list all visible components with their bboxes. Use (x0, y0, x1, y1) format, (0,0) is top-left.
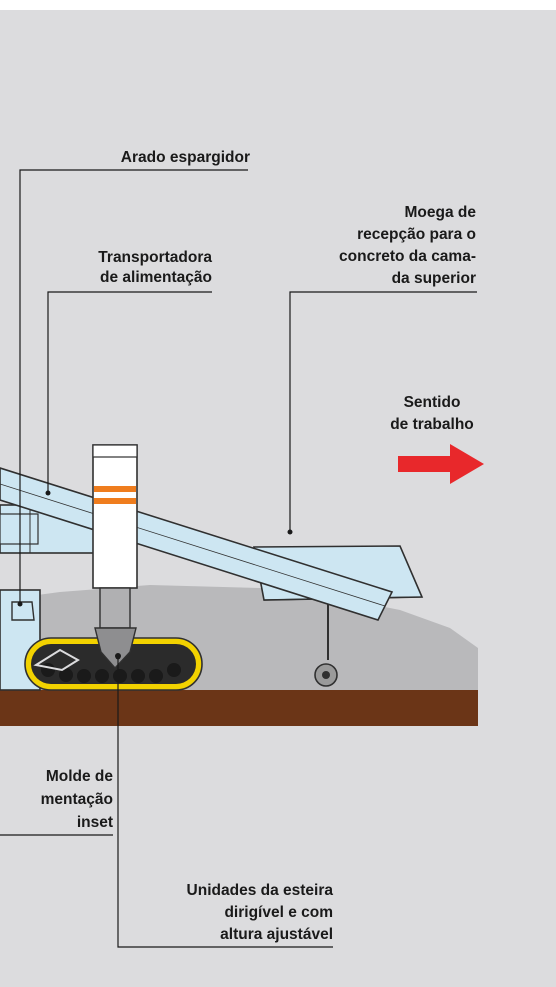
plow-blade (11, 601, 35, 621)
label-mold-line2: mentação (40, 791, 113, 808)
leader-hopper (289, 291, 477, 532)
label-direction-line1: Sentido (403, 394, 461, 411)
leader-tracks (117, 657, 333, 948)
label-tracks-line2: dirigível e com (224, 904, 333, 921)
leader-conveyor (47, 291, 212, 493)
orange-stripe (94, 486, 136, 492)
label-spreader-plow: Arado espargidor (120, 149, 250, 166)
lift-column (92, 444, 138, 589)
ground-strip (0, 690, 478, 726)
column-foot (94, 627, 137, 670)
label-feed-conveyor-line1: Transportadora (98, 249, 212, 266)
label-mold-line3: inset (76, 814, 113, 831)
label-tracks-line3: altura ajustável (220, 926, 333, 943)
leader-plow (19, 169, 248, 604)
label-hopper-line2: recepção para o (357, 226, 476, 243)
direction-arrow (398, 444, 484, 484)
label-mold-line1: Molde de (45, 768, 113, 785)
column-piston (99, 587, 131, 629)
label-hopper-line4: da superior (391, 270, 476, 287)
label-hopper-line3: concreto da cama- (339, 248, 476, 265)
label-feed-conveyor-line2: de alimentação (100, 269, 212, 286)
label-direction-line2: de trabalho (390, 416, 474, 433)
label-tracks-line1: Unidades da esteira (186, 882, 333, 899)
label-hopper-line1: Moega de (404, 204, 476, 221)
